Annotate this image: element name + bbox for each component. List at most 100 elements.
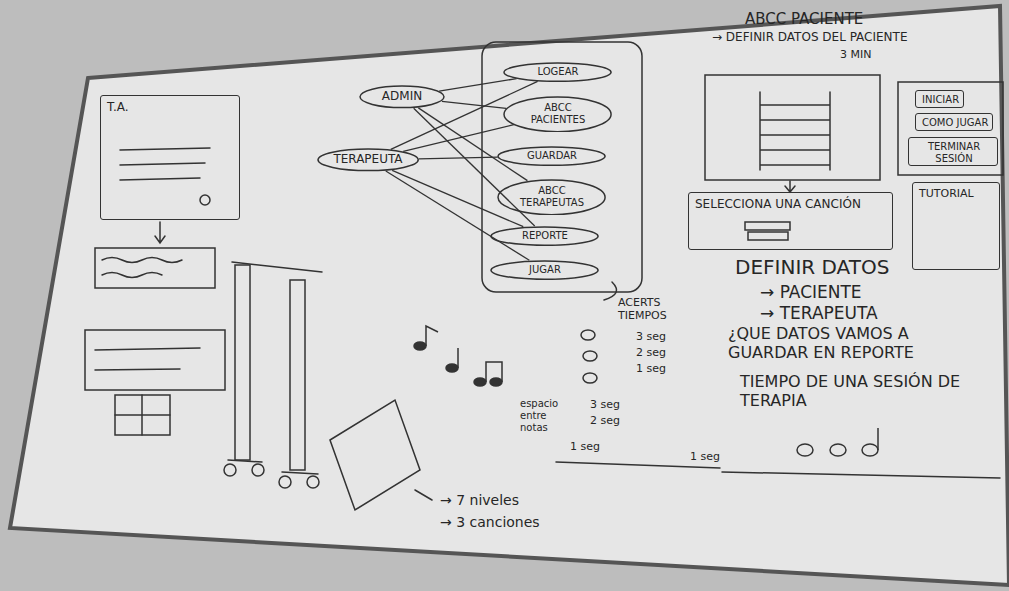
actor-oval: TERAPEUTA [317,148,419,172]
node-label: JUGAR [508,264,582,276]
handwritten-note: → 3 canciones [440,514,540,531]
use-case-oval: ABCC TERAPEUTAS [497,179,606,216]
sketch-box [85,330,225,390]
node-label: INICIAR [922,94,957,106]
actor-oval: ADMIN [359,85,445,109]
oval-shape [491,261,598,279]
whole-note [583,373,597,383]
menu-box [898,82,1003,175]
handwritten-note: → TERAPEUTA [760,303,878,323]
wheel [279,476,291,488]
oval-shape [360,86,444,108]
handwritten-note: ACERTS TIEMPOS [618,296,680,322]
wheel [224,464,236,476]
handwritten-note: 2 seg [590,414,620,427]
association-line [414,108,535,226]
note-stem [877,428,879,450]
node-label: COMO JUGAR [922,117,986,129]
association-line [386,171,530,260]
ladder-sketch [760,92,830,170]
node-label: LOGEAR [521,66,595,78]
down-arrow [785,181,795,192]
underline [556,462,1000,478]
frame-post [235,265,250,460]
use-case-oval: ABCC PACIENTES [503,96,612,133]
use-case-oval: JUGAR [490,260,599,280]
handwritten-note: → PACIENTE [760,282,862,302]
whole-note [830,444,846,456]
oval-shape [491,227,598,245]
oval-shape [504,63,611,81]
music-note [446,364,458,372]
node-label: ADMIN [382,90,422,104]
handwritten-note: ABCC PACIENTE [745,10,863,28]
wheel [252,464,264,476]
screen-box: SELECCIONA UNA CANCIÓN [688,192,893,250]
down-arrow [155,222,165,243]
screen-sketch [705,75,880,180]
screen-box: T.A. [100,95,240,220]
node-label: TERAPEUTA [333,153,402,167]
handwritten-note: → DEFINIR DATOS DEL PACIENTE [712,30,908,44]
use-case-oval: GUARDAR [497,146,606,166]
note-stem [486,362,502,382]
association-line [419,157,498,159]
music-note [490,378,502,386]
scribble [604,282,617,300]
association-line [392,170,523,226]
list-sketch [745,222,790,240]
oval-shape [498,180,605,215]
oval-shape [504,97,611,132]
whiteboard [10,6,1009,585]
handwritten-note: 1 seg [570,440,600,453]
menu-button: COMO JUGAR [915,113,993,131]
grid-lines [115,395,170,435]
frame-post [290,280,305,470]
note-stem [457,348,459,368]
note-stem [426,326,438,346]
leader-line [415,490,432,500]
oval-shape [318,149,418,171]
music-note [474,378,486,386]
association-line [403,125,513,152]
scribble [102,258,182,278]
node-label: SELECCIONA UNA CANCIÓN [695,198,886,212]
menu-button: INICIAR [915,90,964,108]
use-case-oval: LOGEAR [503,62,612,82]
handwritten-note: DEFINIR DATOS [735,255,889,279]
node-label: TUTORIAL [919,188,993,201]
whole-note [797,444,813,456]
handwritten-note: espacio entre notas [520,398,575,434]
handwritten-note: 1 seg [636,362,666,375]
node-label: TERMINAR SESIÓN [915,141,993,164]
association-line [439,79,517,91]
handwritten-note: 1 seg [690,450,720,463]
grid-sketch [115,395,170,435]
handwritten-note: 3 seg [590,398,620,411]
use-case-oval: REPORTE [490,226,599,246]
frame-bars [228,262,322,474]
node-label: ABCC PACIENTES [521,102,595,125]
whole-note [583,351,597,361]
handwritten-note: 3 seg [636,330,666,343]
handwritten-note: 3 MIN [840,48,871,61]
screen-lines [120,148,210,180]
handwritten-note: → 7 niveles [440,492,519,509]
screen-button [200,195,210,205]
oval-shape [498,147,605,165]
node-label: T.A. [107,101,233,115]
half-note [862,444,878,456]
node-label: GUARDAR [515,150,589,162]
node-label: ABCC TERAPEUTAS [515,185,589,208]
sketch-lines [95,348,200,370]
handwritten-note: TIEMPO DE UNA SESIÓN DE TERAPIA [740,372,970,410]
note-box [95,248,215,288]
association-line [442,101,506,108]
wheel [307,476,319,488]
handwritten-note: ¿QUE DATOS VAMOS A GUARDAR EN REPORTE [728,324,968,362]
menu-button: TERMINAR SESIÓN [908,137,998,166]
node-label: REPORTE [508,230,582,242]
handwritten-note: 2 seg [636,346,666,359]
